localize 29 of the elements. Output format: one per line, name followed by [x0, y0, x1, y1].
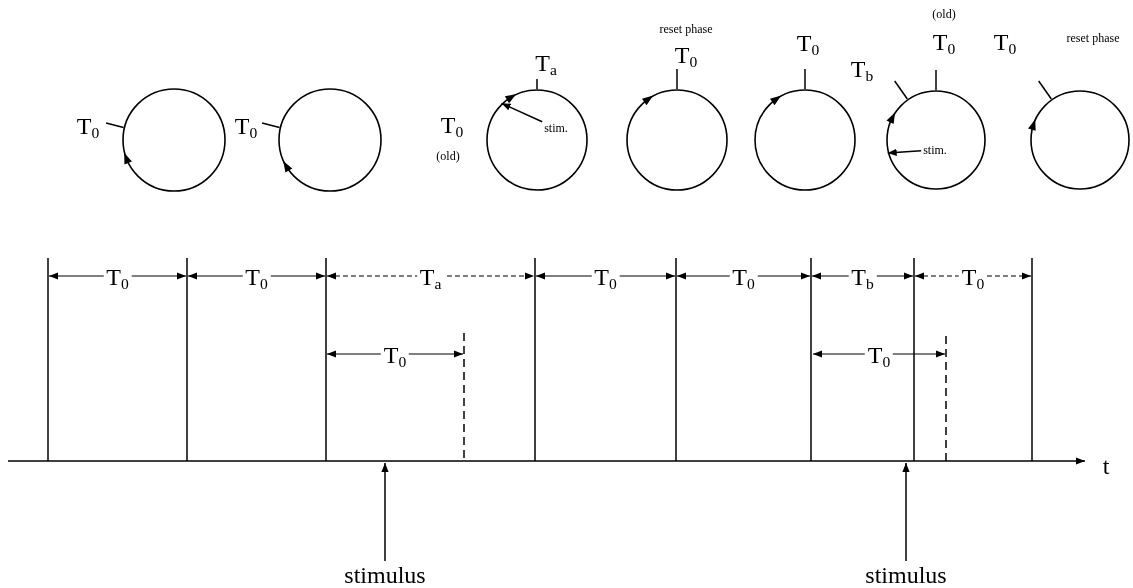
phase-label: T$_{0}$ [76, 113, 100, 141]
phase-label: T$_{0}$ [440, 112, 464, 140]
phase-circle [122, 88, 226, 192]
phase-circle [1030, 90, 1130, 190]
phase-label: reset phase [1066, 32, 1120, 44]
stim-label: stim. [923, 144, 947, 156]
phase-label: T$_{0}$ [993, 29, 1017, 57]
arrow [902, 462, 910, 562]
phase-circle [626, 89, 728, 191]
phase-label: (old) [932, 8, 956, 20]
phase-circle [486, 89, 588, 191]
axis-label: t [1102, 454, 1110, 478]
phase-circle [886, 90, 986, 190]
phase-label: reset phase [659, 23, 713, 35]
phase-label: (old) [436, 150, 460, 162]
phase-label: T$_{0}$ [674, 42, 698, 70]
phase-label: T$_{b}$ [850, 56, 874, 84]
arrow [886, 148, 922, 156]
phase-circle [754, 89, 856, 191]
phase-label: T$_{a}$ [535, 50, 557, 78]
stimulus-label: stimulus [865, 563, 947, 587]
arrow [500, 102, 543, 123]
arrow [381, 462, 389, 562]
phase-label: T$_{0}$ [234, 113, 258, 141]
phase-label: T$_{0}$ [932, 29, 956, 57]
phase-label: T$_{0}$ [796, 30, 820, 58]
stim-label: stim. [544, 122, 568, 134]
stimulus-label: stimulus [344, 563, 426, 587]
phase-circle [278, 88, 382, 192]
